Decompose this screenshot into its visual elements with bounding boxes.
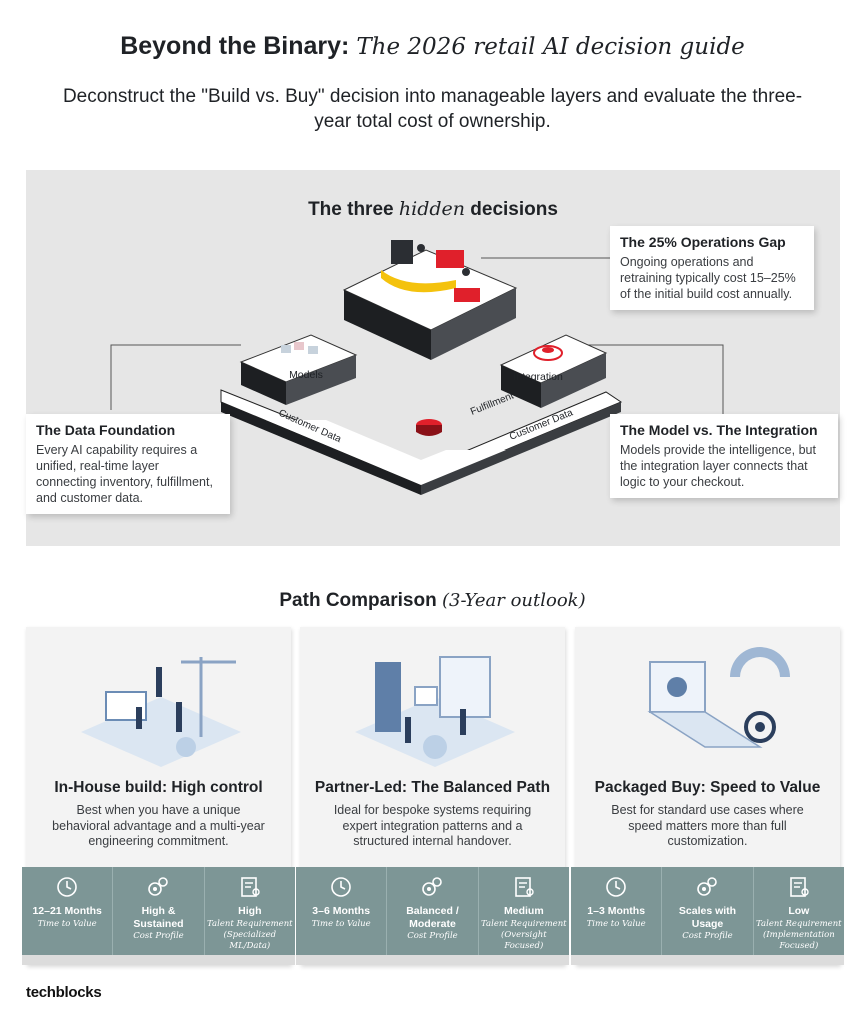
metric-talent-requirement: Low Talent Requirement (Implementation F…	[754, 867, 844, 955]
metric-label: Cost Profile	[133, 931, 184, 941]
clock-icon	[606, 877, 626, 897]
metric-value: Low	[788, 905, 810, 917]
metric-value: Balanced / Moderate	[406, 905, 459, 930]
checklist-person-icon	[790, 877, 809, 897]
ops-gap-text: Ongoing operations and retraining typica…	[620, 255, 796, 301]
integration-label: Integration	[513, 371, 563, 383]
metric-time-to-value: 1–3 Months Time to Value	[571, 867, 663, 955]
card-in-house: In-House build: High control Best when y…	[22, 627, 295, 965]
metric-label: Time to Value	[311, 919, 371, 929]
metric-value: 12–21 Months	[32, 905, 102, 917]
metric-label: Time to Value	[37, 919, 97, 929]
card-in-house-title: In-House build: High control	[54, 779, 263, 796]
metric-value: High & Sustained	[133, 905, 184, 930]
metric-label: Cost Profile	[407, 931, 458, 941]
model-vs-integration-text: Models provide the intelligence, but the…	[620, 443, 816, 489]
base-road	[220, 389, 623, 495]
metric-label: Talent Requirement (Specialized ML/Data)	[207, 919, 293, 951]
metric-talent-requirement: Medium Talent Requirement (Oversight Foc…	[479, 867, 569, 955]
data-foundation-title: The Data Foundation	[36, 422, 176, 438]
page-title: Beyond the Binary: The 2026 retail AI de…	[0, 32, 865, 61]
card-packaged-buy-title: Packaged Buy: Speed to Value	[594, 779, 821, 796]
title-italic: The 2026 retail AI decision guide	[356, 34, 745, 60]
metric-time-to-value: 3–6 Months Time to Value	[296, 867, 388, 955]
page-subtitle: Deconstruct the "Build vs. Buy" decision…	[62, 86, 803, 132]
model-vs-integration-note: The Model vs. The Integration Models pro…	[610, 414, 838, 498]
card-partner-led: Partner-Led: The Balanced Path Ideal for…	[296, 627, 569, 965]
metric-cost-profile: High & Sustained Cost Profile	[113, 867, 205, 955]
ops-gap-title: The 25% Operations Gap	[620, 234, 786, 250]
checklist-person-icon	[241, 877, 260, 897]
techblocks-logo[interactable]: techblocks	[26, 984, 102, 1001]
integration-platform	[499, 334, 608, 408]
metric-time-to-value: 12–21 Months Time to Value	[22, 867, 114, 955]
metric-value: 3–6 Months	[312, 905, 371, 917]
title-bold: Beyond the Binary:	[120, 32, 350, 60]
card-in-house-metrics: 12–21 Months Time to Value High & Sustai…	[22, 867, 295, 955]
path-comparison-title: Path Comparison (3-Year outlook)	[0, 590, 865, 612]
gears-money-icon	[422, 877, 443, 896]
clock-icon	[331, 877, 351, 897]
hidden-decisions-panel: The three hidden decisions	[26, 170, 840, 546]
metric-talent-requirement: High Talent Requirement (Specialized ML/…	[205, 867, 295, 955]
card-packaged-buy-metrics: 1–3 Months Time to Value Scales with Usa…	[571, 867, 844, 955]
data-foundation-note: The Data Foundation Every AI capability …	[26, 414, 230, 514]
card-partner-led-metrics: 3–6 Months Time to Value Balanced / Mode…	[296, 867, 569, 955]
hidden-decisions-title-italic: hidden	[398, 198, 465, 220]
hidden-decisions-title-post: decisions	[470, 199, 558, 220]
metric-label: Talent Requirement (Oversight Focused)	[481, 919, 567, 951]
card-packaged-buy: Packaged Buy: Speed to Value Best for st…	[571, 627, 844, 965]
metric-label: Cost Profile	[682, 931, 733, 941]
metrics-shadow	[22, 955, 295, 965]
metrics-shadow	[296, 955, 569, 965]
in-house-illustration	[81, 657, 241, 767]
metric-value: Medium	[503, 905, 544, 917]
card-partner-led-title: Partner-Led: The Balanced Path	[314, 779, 551, 796]
gears-money-icon	[697, 877, 718, 896]
metric-value: 1–3 Months	[587, 905, 646, 917]
gears-money-icon	[148, 877, 169, 896]
models-label: Models	[289, 369, 323, 381]
isometric-platform-diagram: Models Integration Fulfillment Customer …	[110, 240, 724, 495]
top-platform	[342, 240, 518, 360]
data-foundation-text: Every AI capability requires a unified, …	[36, 443, 213, 505]
metric-label: Time to Value	[586, 919, 646, 929]
metric-value: Scales with Usage	[678, 905, 737, 930]
partner-led-illustration	[355, 656, 515, 767]
card-in-house-description: Best when you have a unique behavioral a…	[52, 803, 265, 848]
model-vs-integration-title: The Model vs. The Integration	[620, 422, 818, 438]
clock-icon	[57, 877, 77, 897]
red-hub-icon	[416, 419, 442, 436]
packaged-buy-illustration	[647, 647, 790, 748]
path-comparison-title-italic: (3-Year outlook)	[441, 590, 586, 611]
checklist-person-icon	[515, 877, 534, 897]
metric-cost-profile: Balanced / Moderate Cost Profile	[387, 867, 479, 955]
fulfillment-label: Fulfillment	[469, 390, 516, 417]
ops-gap-note: The 25% Operations Gap Ongoing operation…	[610, 226, 814, 310]
callout-lines	[110, 257, 724, 415]
card-partner-led-description: Ideal for bespoke systems requiring expe…	[333, 803, 532, 848]
metrics-shadow	[571, 955, 844, 965]
metric-cost-profile: Scales with Usage Cost Profile	[662, 867, 754, 955]
models-platform	[239, 334, 358, 405]
metric-label: Talent Requirement (Implementation Focus…	[756, 919, 842, 951]
path-comparison-title-text: Path Comparison	[279, 590, 437, 611]
card-packaged-buy-description: Best for standard use cases where speed …	[611, 803, 804, 848]
hidden-decisions-title: The three hidden decisions	[26, 198, 840, 221]
metric-value: High	[238, 905, 262, 917]
hidden-decisions-title-pre: The three	[308, 199, 394, 220]
